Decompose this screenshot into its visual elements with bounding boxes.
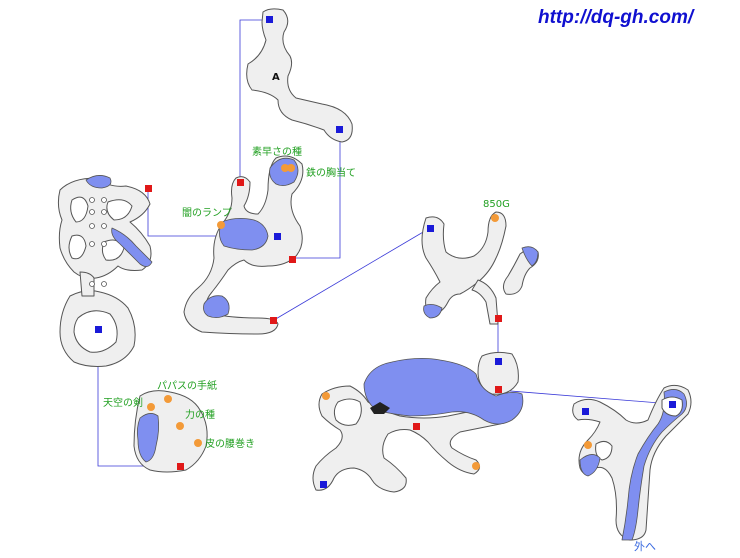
pillar-lower-central (333, 398, 362, 426)
pillar-upper (70, 196, 89, 223)
cave-right-small-room (477, 351, 519, 395)
treasure-icon[interactable] (584, 441, 592, 449)
stairs-up-icon[interactable] (237, 179, 244, 186)
label-dark-lamp: 闇のランプ (182, 207, 232, 219)
rock-icon (370, 402, 390, 414)
label-gold: 850G (483, 199, 510, 210)
treasure-icon[interactable] (176, 422, 184, 430)
water-river (621, 389, 687, 541)
label-sky-sword: 天空の剣 (103, 396, 143, 409)
water-left-stream (111, 227, 153, 267)
water-right-upper (423, 304, 443, 319)
water-central-bottom (203, 295, 230, 318)
label-papas-letter: パパスの手紙 (157, 379, 217, 392)
stairs-down-icon[interactable] (274, 233, 281, 240)
pillar-mid (68, 234, 87, 260)
treasure-icon[interactable] (194, 439, 202, 447)
stairs-up-icon[interactable] (413, 423, 420, 430)
treasure-icon[interactable] (472, 462, 480, 470)
stairs-up-icon[interactable] (495, 386, 502, 393)
exit-label[interactable]: 外へ (634, 540, 656, 553)
stairs-down-icon[interactable] (95, 326, 102, 333)
stairs-down-icon[interactable] (495, 358, 502, 365)
link-top-a (239, 19, 270, 182)
treasure-icon[interactable] (491, 214, 499, 222)
stairs-up-icon[interactable] (270, 317, 277, 324)
water-right-hook (521, 246, 539, 267)
treasure-icon[interactable] (281, 164, 289, 172)
water-lake (363, 358, 524, 425)
label-iron-breastplate: 鉄の胸当て (306, 166, 356, 179)
treasure-icon[interactable] (164, 395, 172, 403)
water-treasure-room (136, 413, 160, 463)
stairs-down-icon[interactable] (320, 481, 327, 488)
stairs-down-icon[interactable] (582, 408, 589, 415)
pillar-upper-right (106, 199, 133, 221)
stairs-markers (95, 16, 676, 488)
passage-right-branch (471, 279, 499, 325)
stairs-up-icon[interactable] (289, 256, 296, 263)
stairs-down-icon[interactable] (669, 401, 676, 408)
stairs-up-icon[interactable] (495, 315, 502, 322)
cave-area-a (246, 8, 353, 143)
site-url[interactable]: http://dq-gh.com/ (538, 7, 694, 28)
stairs-down-icon[interactable] (336, 126, 343, 133)
stairs-down-icon[interactable] (427, 225, 434, 232)
label-leather-waistcoat: 皮の腰巻き (205, 437, 255, 450)
label-strength-seed: 力の種 (185, 408, 215, 421)
treasure-icon[interactable] (147, 403, 155, 411)
treasure-icon[interactable] (217, 221, 225, 229)
treasure-icon[interactable] (287, 164, 295, 172)
water-left-top (85, 175, 112, 189)
area-a-label: A (272, 72, 280, 83)
label-swift-seed: 素早さの種 (252, 145, 302, 158)
stairs-up-icon[interactable] (145, 185, 152, 192)
stairs-down-icon[interactable] (266, 16, 273, 23)
treasure-markers (147, 164, 592, 470)
link-a-central (292, 128, 341, 259)
pillar-dots (89, 197, 107, 287)
stairs-up-icon[interactable] (177, 463, 184, 470)
cave-right-upper (421, 211, 507, 315)
water-right-bottom-left (579, 454, 601, 477)
link-pool-exit (497, 389, 673, 405)
passage-left-neck (79, 271, 95, 297)
treasure-icon[interactable] (322, 392, 330, 400)
water-central-pool (219, 218, 269, 251)
link-central-right (273, 227, 431, 321)
pillar-right-bottom (595, 440, 613, 461)
